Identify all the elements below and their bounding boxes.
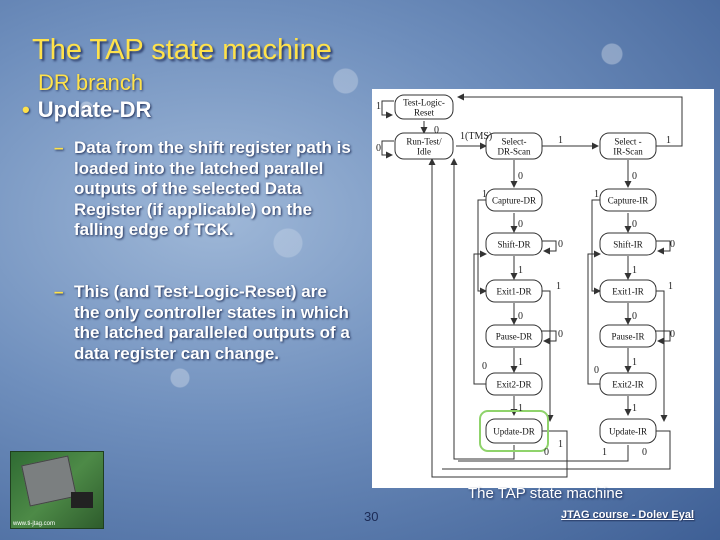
state-tlr: Test-Logic-Reset	[394, 94, 454, 120]
edge-label-upir_seldr: 1	[602, 447, 607, 458]
state-e2dr: Exit2-DR	[485, 372, 543, 396]
edge-label-capdr_e1dr: 1	[482, 189, 487, 200]
sub-bullet-1: – Data from the shift register path is l…	[54, 138, 354, 241]
edge-label-e1dr_updr: 1	[556, 281, 561, 292]
state-label: Shift-DR	[497, 240, 530, 250]
edge-label-upir_rti: 0	[642, 447, 647, 458]
bullet-update-dr: • Update-DR	[22, 97, 151, 123]
state-label: DR-Scan	[498, 147, 531, 157]
state-capir: Capture-IR	[599, 188, 657, 212]
state-label: Exit2-DR	[497, 380, 532, 390]
edge-label-e2dr_shdr: 0	[482, 361, 487, 372]
edge-label-updr_seldr: 1	[558, 439, 563, 450]
chip-icon	[21, 455, 77, 507]
edge-label-selir_tlr: 1	[666, 135, 671, 146]
diagram-caption: The TAP state machine	[468, 485, 624, 502]
current-state-highlight	[479, 410, 549, 452]
dash-icon: –	[54, 282, 64, 301]
edge-label-shdr_self: 0	[558, 239, 563, 250]
page-number: 30	[364, 509, 379, 524]
footer-link[interactable]: JTAG course - Dolev Eyal	[561, 509, 695, 521]
slide-subtitle: DR branch	[38, 70, 144, 95]
edge-label-rti_seldr: 1(TMS)	[460, 131, 492, 142]
edge-label-pir_e2ir: 1	[632, 357, 637, 368]
state-label: Capture-DR	[492, 196, 536, 206]
edge-label-pdr_self: 0	[558, 329, 563, 340]
state-pdr: Pause-DR	[485, 324, 543, 348]
edge-label-capdr_shdr: 0	[518, 219, 523, 230]
edge-label-pir_self: 0	[670, 329, 675, 340]
sub-bullet-1-text: Data from the shift register path is loa…	[74, 138, 351, 239]
sub-bullet-2-text: This (and Test-Logic-Reset) are the only…	[74, 282, 350, 363]
state-label: Select-	[502, 137, 527, 147]
state-label: Pause-IR	[612, 332, 645, 342]
edge-label-pdr_e2dr: 1	[518, 357, 523, 368]
edge-label-seldr_capdr: 0	[518, 171, 523, 182]
edge-label-selir_capir: 0	[632, 171, 637, 182]
slide-title: The TAP state machine	[32, 34, 332, 66]
edge-label-rti_self: 0	[376, 143, 381, 154]
state-label: Update-IR	[609, 427, 647, 437]
state-e1ir: Exit1-IR	[599, 279, 657, 303]
state-label: Update-DR	[493, 427, 535, 437]
edge-label-capir_shir: 0	[632, 219, 637, 230]
state-upir: Update-IR	[599, 418, 657, 444]
edge-label-e2ir_shir: 0	[594, 365, 599, 376]
state-label: Idle	[417, 147, 431, 157]
edge-label-tlr_self: 1	[376, 101, 381, 112]
state-capdr: Capture-DR	[485, 188, 543, 212]
state-seldr: Select-DR-Scan	[485, 132, 543, 160]
edge-label-e1dr_pdr: 0	[518, 311, 523, 322]
edge-label-updr_rti: 0	[544, 447, 549, 458]
state-selir: Select -IR-Scan	[599, 132, 657, 160]
state-shdr: Shift-DR	[485, 232, 543, 256]
state-label: Select -	[614, 137, 641, 147]
state-label: IR-Scan	[613, 147, 643, 157]
state-shir: Shift-IR	[599, 232, 657, 256]
edge-label-shir_e1ir: 1	[632, 265, 637, 276]
state-rti: Run-Test/Idle	[394, 132, 454, 160]
state-label: Pause-DR	[496, 332, 533, 342]
state-label: Reset	[414, 108, 434, 118]
sub-bullet-2: – This (and Test-Logic-Reset) are the on…	[54, 282, 354, 364]
state-label: Shift-IR	[613, 240, 643, 250]
state-label: Run-Test/	[406, 137, 442, 147]
state-label: Capture-IR	[608, 196, 649, 206]
chip-icon	[71, 492, 93, 508]
state-label: Exit2-IR	[612, 380, 644, 390]
dash-icon: –	[54, 138, 64, 157]
bullet-dot-icon: •	[22, 97, 30, 122]
state-updr: Update-DR	[479, 410, 549, 452]
state-pir: Pause-IR	[599, 324, 657, 348]
image-watermark: www.ti-jtag.com	[13, 521, 56, 527]
state-e1dr: Exit1-DR	[485, 279, 543, 303]
circuit-board-image: www.ti-jtag.com	[10, 451, 104, 529]
edge-label-e1ir_pir: 0	[632, 311, 637, 322]
edge-label-e2dr_updr: 1	[518, 403, 523, 414]
state-label: Exit1-DR	[497, 287, 532, 297]
bullet-text: Update-DR	[37, 97, 152, 122]
edge-label-e2ir_upir: 1	[632, 403, 637, 414]
edge-label-shir_self: 0	[670, 239, 675, 250]
edge-label-capir_e1ir: 1	[594, 189, 599, 200]
edge-label-tlr_rti: 0	[434, 125, 439, 136]
state-label: Test-Logic-	[403, 98, 445, 108]
edge-label-shdr_e1dr: 1	[518, 265, 523, 276]
state-label: Exit1-IR	[612, 287, 644, 297]
edge-label-e1ir_upir: 1	[668, 281, 673, 292]
edge-label-seldr_selir: 1	[558, 135, 563, 146]
state-e2ir: Exit2-IR	[599, 372, 657, 396]
